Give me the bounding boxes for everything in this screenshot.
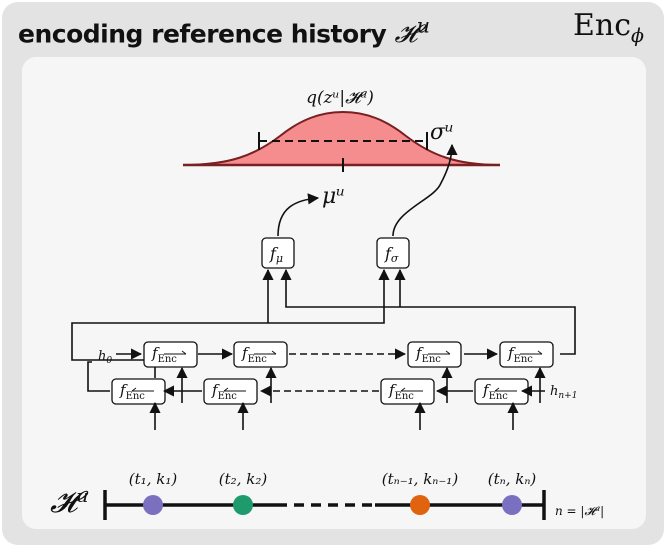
hN-base: h [550, 384, 558, 399]
panel-title: encoding reference history 𝓗u [18, 14, 430, 49]
title-math: 𝓗u [394, 14, 430, 49]
f-mu-label: fμ [269, 244, 283, 265]
history-point-1 [143, 495, 163, 515]
f-mu-box [261, 237, 295, 269]
rnn-cell-label-fwd-0: fEnc [151, 344, 177, 365]
rnn-arrows [87, 348, 545, 397]
title-math-symbol: 𝓗 [394, 19, 418, 49]
history-point-4 [502, 495, 522, 515]
rnn-cell-label-fwd-3: fEnc [507, 344, 533, 365]
rnn-cell-dir-fwd-3 [520, 350, 543, 355]
rnn-cell-dir-fwd-2 [428, 350, 451, 355]
history-point-label-1: (t₁, k₁) [129, 470, 178, 488]
f-sigma-base: f [384, 244, 394, 263]
encoder-label: Encϕ [573, 8, 644, 47]
rnn-cell-dir-bwd-2 [400, 387, 423, 392]
f-sigma-box [376, 237, 410, 269]
h0-sub: 0 [106, 356, 112, 366]
encoder-label-sub: ϕ [631, 25, 644, 47]
f-mu-base: f [269, 244, 279, 263]
history-point-label-4: (tₙ, kₙ) [488, 470, 537, 488]
rnn-cell-fwd-1 [233, 341, 288, 368]
rnn-cell-fwd-0 [143, 341, 198, 368]
sigma-label: σᵘ [430, 120, 454, 145]
rnn-cell-label-bwd-3: fEnc [482, 381, 508, 402]
rnn-cell-bwd-1 [203, 378, 258, 405]
h0-label: h0 [98, 349, 112, 366]
title-math-sup: u [416, 14, 430, 38]
title-text: encoding reference history [18, 19, 387, 49]
rnn-cell-label-bwd-0: fEnc [119, 381, 145, 402]
history-point-label-3: (tₙ₋₁, kₙ₋₁) [382, 470, 459, 488]
h0-base: h [98, 349, 106, 364]
mu-label: μᵘ [322, 184, 345, 209]
rnn-cell-dir-bwd-3 [494, 387, 517, 392]
history-point-2 [233, 495, 253, 515]
history-point-3 [410, 495, 430, 515]
rnn-cell-dir-bwd-1 [223, 387, 246, 392]
rnn-cell-dir-fwd-0 [164, 350, 187, 355]
sigma-arrow [392, 143, 458, 237]
rnn-cell-label-fwd-2: fEnc [415, 344, 441, 365]
f-sigma-label: fσ [384, 244, 399, 265]
hN-sub: n+1 [558, 391, 577, 401]
gaussian-curve [182, 110, 501, 166]
rnn-cell-label-bwd-2: fEnc [388, 381, 414, 402]
history-points: (t₁, k₁) (t₂, k₂) (tₙ₋₁, kₙ₋₁) (tₙ, kₙ) [129, 470, 537, 515]
rnn-cell-fwd-3 [499, 341, 554, 368]
f-mu-sub: μ [276, 252, 283, 265]
distribution-label: q(zᵘ|𝓗ᵘ) [306, 88, 374, 108]
rnn-cell-dir-bwd-0 [131, 387, 154, 392]
rnn-cell-fwd-2 [407, 341, 462, 368]
rnn-cell-bwd-2 [380, 378, 435, 405]
rnn-cell-dir-fwd-1 [254, 350, 277, 355]
input-connections [149, 366, 546, 430]
history-point-label-2: (t₂, k₂) [219, 470, 268, 488]
rnn-cell-label-fwd-1: fEnc [241, 344, 267, 365]
encoder-label-main: Enc [573, 8, 632, 43]
n-label: n = |𝓗ᵘ| [555, 504, 604, 518]
rnn-cell-label-bwd-1: fEnc [211, 381, 237, 402]
mu-arrow [277, 193, 320, 237]
history-label: 𝓗ᵘ [50, 485, 89, 520]
hN-label: hn+1 [550, 384, 577, 401]
f-sigma-sub: σ [391, 252, 399, 265]
